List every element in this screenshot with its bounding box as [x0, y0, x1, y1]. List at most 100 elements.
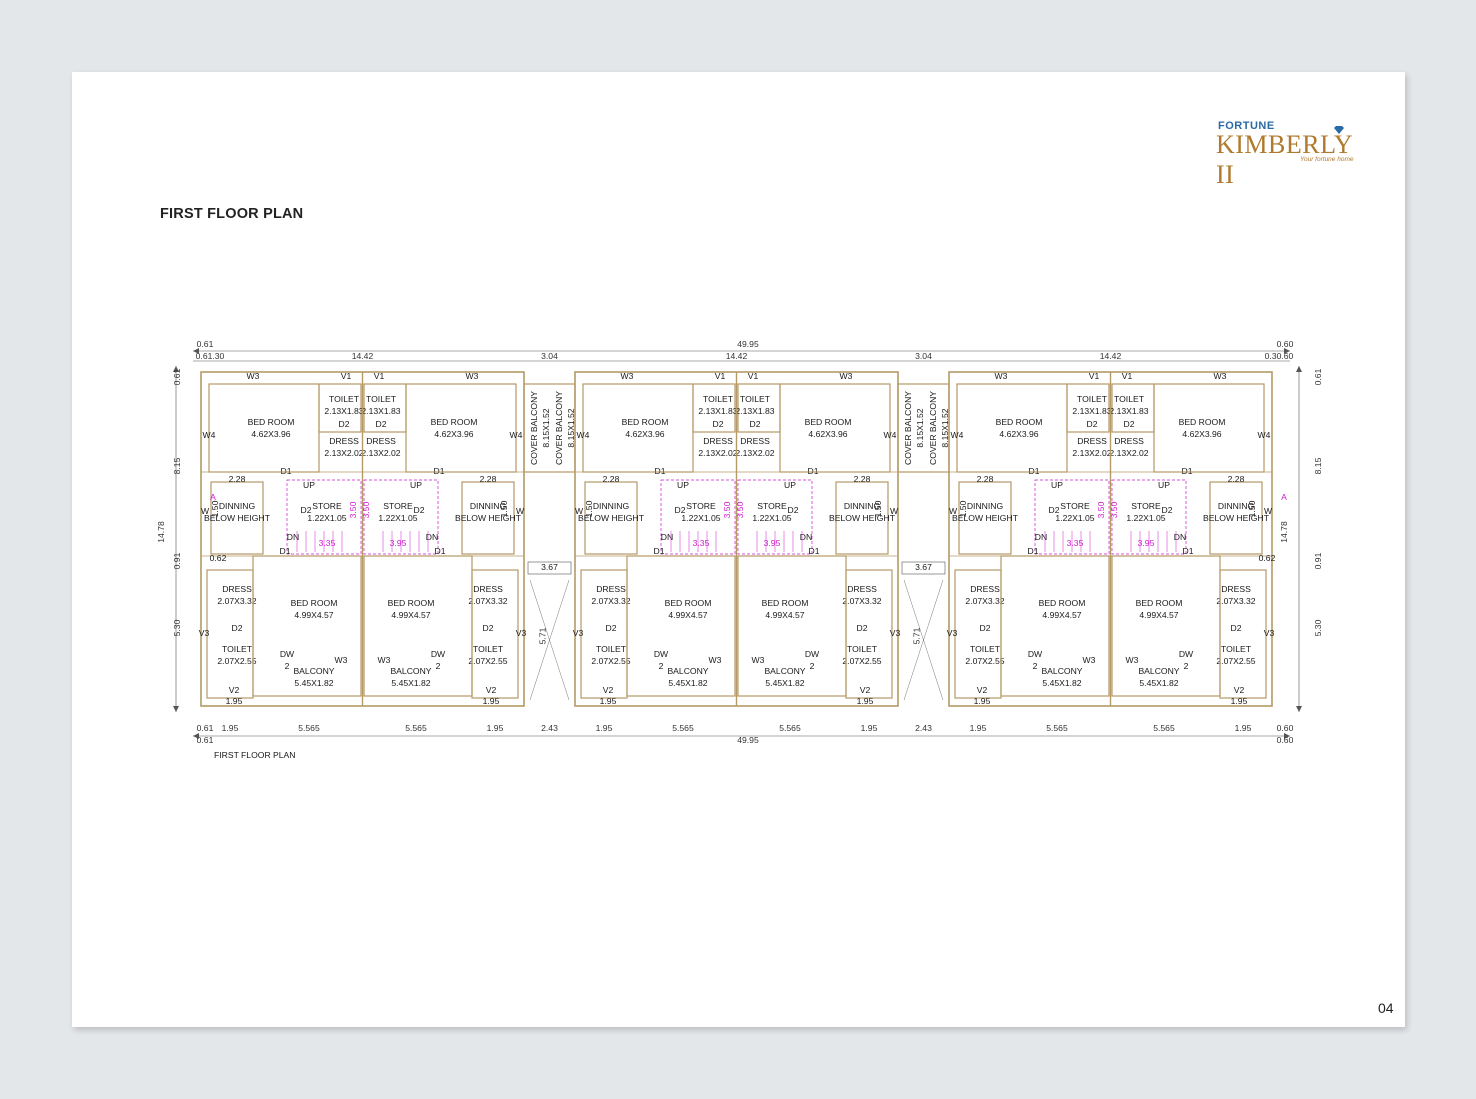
window-w3-bottom-label: W3	[752, 655, 765, 665]
store-label: STORE	[1131, 501, 1161, 511]
bed-room-bottom-label: BED ROOM	[665, 598, 712, 608]
dress-label: DRESS	[1077, 436, 1107, 446]
left-offset-dimension: 0.61	[197, 339, 214, 349]
window-w-label: W	[1264, 506, 1273, 516]
stair-outline	[660, 479, 736, 555]
vent-v3-label: V3	[573, 628, 584, 638]
stair-up-label: UP	[677, 480, 689, 490]
vent-v1-label: V1	[748, 371, 759, 381]
store-door-label: D2	[1162, 505, 1173, 515]
door-d1-label: D1	[434, 466, 445, 476]
door-d1-lower-label: D1	[1028, 546, 1039, 556]
toilet-bottom-label: TOILET	[1221, 644, 1252, 654]
dress-bottom-size: 2.07X3.32	[1216, 596, 1255, 606]
bottom-segment-dimension: 1.95	[596, 723, 613, 733]
bottom-segment-dimension: 1.95	[861, 723, 878, 733]
dinning-depth-dimension: 1.50	[873, 500, 883, 517]
door-dw-count: 2	[810, 661, 815, 671]
unit-width-dimension: 14.42	[352, 351, 374, 361]
bottom-segment-dimension: 1.95	[1235, 723, 1252, 733]
bottom-right-offset: 0.60	[1277, 723, 1294, 733]
bed-room-size: 4.62X3.96	[251, 429, 290, 439]
v2-width-dimension: 1.95	[226, 696, 243, 706]
dim-arrow	[173, 366, 179, 372]
below-height-label: BELOW HEIGHT	[1203, 513, 1270, 523]
dress-label: DRESS	[1114, 436, 1144, 446]
dress-bottom-label: DRESS	[1221, 584, 1251, 594]
dinning-width-dimension: 2.28	[1228, 474, 1245, 484]
balcony-size: 5.45X1.82	[294, 678, 333, 688]
brand-logo: FORTUNE KIMBERLY II Your fortune home	[1216, 120, 1366, 189]
dinning-wall	[210, 481, 264, 555]
stair-down-label: DN	[661, 532, 673, 542]
vent-v3-label: V3	[199, 628, 210, 638]
cover-balcony-size: 8.15X1.52	[541, 408, 551, 447]
door-d1-label: D1	[281, 466, 292, 476]
bed-room-top-wall	[582, 383, 694, 473]
bed-room-label: BED ROOM	[622, 417, 669, 427]
bottom-segment-dimension: 1.95	[970, 723, 987, 733]
window-w4-label: W4	[884, 430, 897, 440]
bottom-segment-dimension: 5.565	[1046, 723, 1068, 733]
cover-balcony-label: COVER BALCONY	[928, 391, 938, 465]
window-w3-label: W3	[840, 371, 853, 381]
dinning-depth-dimension: 1.50	[958, 500, 968, 517]
store-door-label: D2	[788, 505, 799, 515]
toilet-size: 2.13X1.83	[698, 406, 737, 416]
dinning-label: DINNING	[844, 501, 881, 511]
toilet-bottom-label: TOILET	[222, 644, 253, 654]
toilet-top-wall	[1066, 383, 1110, 433]
dim-arrow	[1296, 706, 1302, 712]
door-dw-label: DW	[805, 649, 820, 659]
toilet-top-wall	[363, 383, 407, 433]
window-w3-label: W3	[466, 371, 479, 381]
v2-width-dimension: 1.95	[974, 696, 991, 706]
door-d2-bottom-label: D2	[483, 623, 494, 633]
toilet-bottom-label: TOILET	[847, 644, 878, 654]
dress-bottom-label: DRESS	[473, 584, 503, 594]
store-size: 1.22X1.05	[1126, 513, 1165, 523]
door-dw-count: 2	[436, 661, 441, 671]
v2-width-dimension: 1.95	[1231, 696, 1248, 706]
bed-room-label: BED ROOM	[248, 417, 295, 427]
toilet-bottom-size: 2.07X2.55	[591, 656, 630, 666]
toilet-top-wall	[1111, 383, 1155, 433]
gap-dimension: 3.04	[541, 351, 558, 361]
cover-balcony-size: 8.15X1.52	[915, 408, 925, 447]
cover-balcony-wall	[897, 383, 950, 473]
window-w4-label: W4	[510, 430, 523, 440]
stair-outline	[363, 479, 439, 555]
door-d2-label: D2	[376, 419, 387, 429]
dim-arrow	[173, 706, 179, 712]
gap-depth-dimension: 5.71	[912, 627, 922, 644]
right-bottom-height: 5.30	[1313, 619, 1323, 636]
page-number: 04	[1378, 1000, 1394, 1016]
cover-balcony-size: 8.15X1.52	[566, 408, 576, 447]
bed-room-bottom-label: BED ROOM	[1136, 598, 1183, 608]
door-d2-label: D2	[1087, 419, 1098, 429]
dim-arrow	[1296, 366, 1302, 372]
page-title: FIRST FLOOR PLAN	[160, 206, 304, 222]
door-d1-lower-label: D1	[809, 546, 820, 556]
dinning-width-dimension: 2.28	[603, 474, 620, 484]
stair-up-label: UP	[784, 480, 796, 490]
stair-up-label: UP	[1051, 480, 1063, 490]
toilet-bottom-size: 2.07X2.55	[842, 656, 881, 666]
window-w3-label: W3	[995, 371, 1008, 381]
door-dw-label: DW	[1179, 649, 1194, 659]
balcony-size: 5.45X1.82	[668, 678, 707, 688]
bed-room-top-wall	[956, 383, 1068, 473]
toilet-bottom-size: 2.07X2.55	[1216, 656, 1255, 666]
bed-room-size: 4.62X3.96	[999, 429, 1038, 439]
window-w-label: W	[516, 506, 525, 516]
section-mark: A	[1281, 492, 1287, 502]
door-d2-bottom-label: D2	[980, 623, 991, 633]
window-w3-label: W3	[1214, 371, 1227, 381]
stair-down-label: DN	[1174, 532, 1186, 542]
stair-outline	[1034, 479, 1110, 555]
stair-dimension-h: 3.35	[319, 538, 336, 548]
dress-bottom-size: 2.07X3.32	[468, 596, 507, 606]
window-w3-bottom-label: W3	[378, 655, 391, 665]
bottom-segment-dimension: 5.565	[1153, 723, 1175, 733]
